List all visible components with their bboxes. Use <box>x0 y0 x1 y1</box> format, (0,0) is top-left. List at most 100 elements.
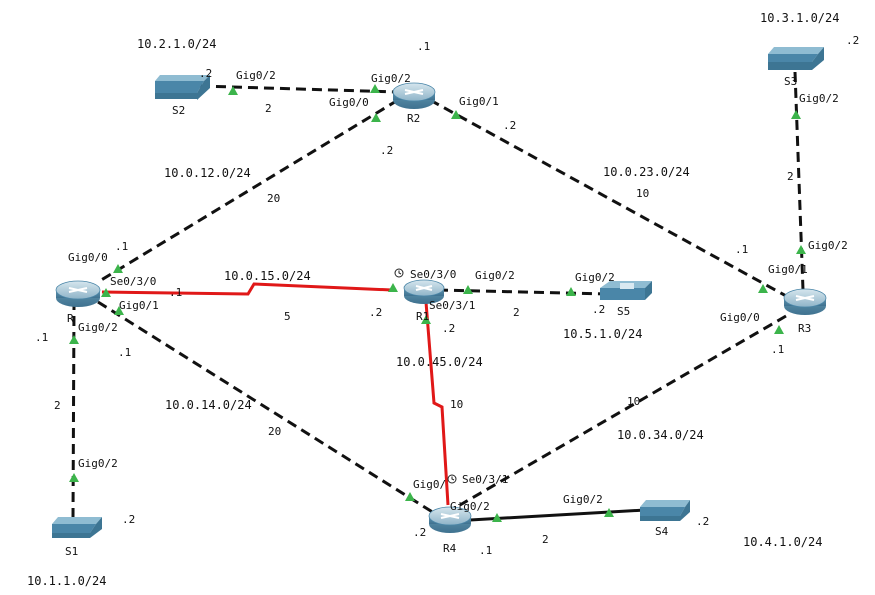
cost-label: 2 <box>265 102 272 115</box>
link-r5-r4-serial[interactable] <box>424 301 450 506</box>
clock-icon <box>394 268 404 278</box>
port-up-icon <box>796 245 806 254</box>
host-address: .2 <box>442 322 455 335</box>
port-up-icon <box>774 325 784 334</box>
cost-label: 10 <box>450 398 463 411</box>
device-label-s1: S1 <box>65 545 78 558</box>
port-up-icon <box>492 513 502 522</box>
cost-labels: 2 20 10 2 5 2 10 20 10 2 2 <box>54 102 794 546</box>
interface-label: Gig0/0 <box>68 251 108 264</box>
interface-label: Gig0/2 <box>808 239 848 252</box>
cost-label: 2 <box>54 399 61 412</box>
switch-s3[interactable] <box>768 47 824 70</box>
interface-label: Gig0/2 <box>575 271 615 284</box>
host-address: .1 <box>35 331 48 344</box>
network-label: 10.0.14.0/24 <box>165 398 252 412</box>
host-address: .2 <box>122 513 135 526</box>
network-label: 10.0.45.0/24 <box>396 355 483 369</box>
host-address: .1 <box>771 343 784 356</box>
interface-label: Se0/3/0 <box>110 275 156 288</box>
interface-label: Gig0/0 <box>329 96 369 109</box>
interface-label: Gig0/1 <box>768 263 808 276</box>
clock-icon <box>447 474 457 484</box>
device-label-r4: R4 <box>443 542 457 555</box>
device-label-s2: S2 <box>172 104 185 117</box>
host-address: .1 <box>115 240 128 253</box>
interface-label: Se0/3/1 <box>429 299 475 312</box>
router-r3[interactable] <box>783 288 827 315</box>
host-address: .1 <box>735 243 748 256</box>
port-up-icon <box>604 508 614 517</box>
interface-label: Gig0/0 <box>720 311 760 324</box>
interface-label: Gig0/2 <box>78 457 118 470</box>
link-r5-s5[interactable] <box>437 288 607 296</box>
network-label: 10.2.1.0/24 <box>137 37 216 51</box>
device-label-s3: S3 <box>784 75 797 88</box>
device-label-s4: S4 <box>655 525 669 538</box>
cost-label: 10 <box>627 395 640 408</box>
network-label: 10.5.1.0/24 <box>563 327 642 341</box>
interface-label: Gig0/2 <box>236 69 276 82</box>
switch-s1[interactable] <box>52 517 102 538</box>
host-address: .1 <box>479 544 492 557</box>
host-address: .1 <box>417 40 430 53</box>
link-s2-r2[interactable] <box>199 84 399 94</box>
host-address: .2 <box>380 144 393 157</box>
port-up-icon <box>370 84 380 93</box>
network-label: 10.1.1.0/24 <box>27 574 106 588</box>
port-up-icon <box>371 113 381 122</box>
port-indicators <box>69 84 806 522</box>
switch-s2[interactable] <box>155 75 210 100</box>
port-up-icon <box>758 284 768 293</box>
link-r2-r3[interactable] <box>429 98 789 299</box>
switch-s4[interactable] <box>640 500 690 521</box>
network-label: 10.4.1.0/24 <box>743 535 822 549</box>
device-label-r3: R3 <box>798 322 811 335</box>
port-up-icon <box>463 285 473 294</box>
device-label-s5: S5 <box>617 305 630 318</box>
cost-label: 20 <box>267 192 280 205</box>
cost-label: 10 <box>636 187 649 200</box>
network-labels: 10.2.1.0/24 10.3.1.0/24 10.0.12.0/24 10.… <box>27 11 839 588</box>
host-address: .2 <box>846 34 859 47</box>
port-up-icon <box>388 283 398 292</box>
device-label-r2: R2 <box>407 112 420 125</box>
port-up-icon <box>405 492 415 501</box>
link-r2-r1[interactable] <box>97 98 399 284</box>
port-up-icon <box>791 110 801 119</box>
interface-labels: Gig0/2 Gig0/2 Gig0/0 Gig0/1 Gig0/2 Gig0/… <box>68 69 848 513</box>
device-label-r1: R <box>67 312 74 325</box>
port-up-icon <box>69 335 79 344</box>
switch-s5[interactable] <box>600 281 652 300</box>
router-r5[interactable] <box>403 279 445 304</box>
link-r1-r4[interactable] <box>97 300 435 515</box>
port-up-icon <box>566 287 576 296</box>
router-r2[interactable] <box>392 82 436 109</box>
router-r4[interactable] <box>428 506 472 533</box>
network-label: 10.0.23.0/24 <box>603 165 690 179</box>
interface-label: Gig0/1 <box>459 95 499 108</box>
host-address: .1 <box>118 346 131 359</box>
link-r3-r4[interactable] <box>459 314 787 507</box>
interface-label: Gig0/2 <box>371 72 411 85</box>
port-up-icon <box>69 473 79 482</box>
host-address-labels: .2 .1 .2 .2 .2 .1 .1 .1 .1 .1 .1 .2 .2 .… <box>35 34 859 557</box>
network-label: 10.0.15.0/24 <box>224 269 311 283</box>
interface-label: Gig0/2 <box>475 269 515 282</box>
cost-label: 2 <box>787 170 794 183</box>
interface-label: Gig0/2 <box>799 92 839 105</box>
router-r1[interactable] <box>55 280 101 307</box>
interface-label: Gig0/ <box>413 478 446 491</box>
port-up-icon <box>451 110 461 119</box>
host-address: .2 <box>413 526 426 539</box>
host-address: .2 <box>696 515 709 528</box>
host-address: .2 <box>592 303 605 316</box>
port-up-icon <box>114 306 124 315</box>
cost-label: 5 <box>284 310 291 323</box>
interface-label: Gig0/2 <box>78 321 118 334</box>
link-r1-r5-serial[interactable] <box>101 282 393 296</box>
interface-label: Se0/3/1 <box>462 473 508 486</box>
cost-label: 2 <box>513 306 520 319</box>
